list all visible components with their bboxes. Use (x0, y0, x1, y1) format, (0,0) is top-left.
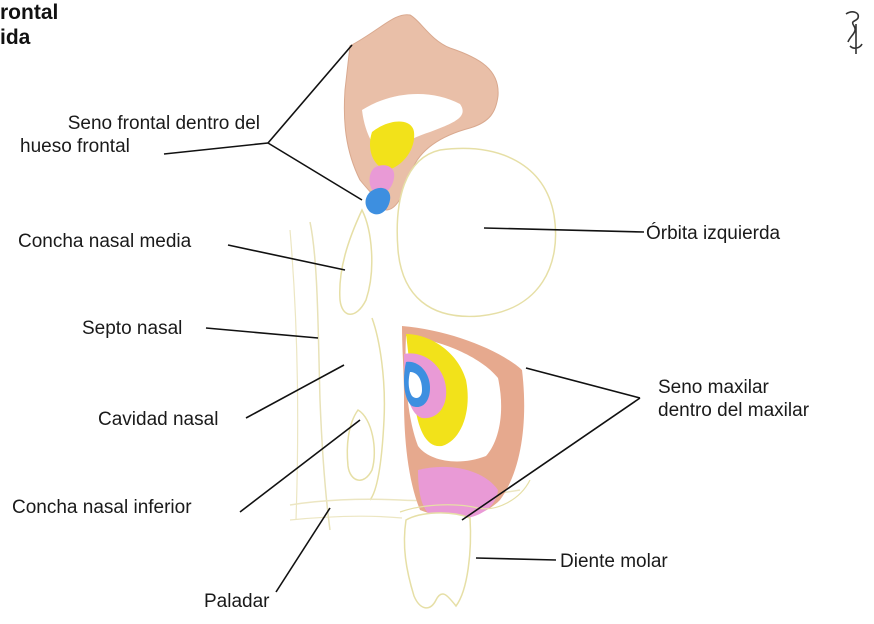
label-concha-media: Concha nasal media (18, 230, 191, 253)
label-orbita: Órbita izquierda (646, 222, 780, 245)
inferior-concha-outline (347, 410, 374, 480)
nasal-wall-outline (290, 230, 298, 520)
leader-maxilar-1 (526, 368, 640, 398)
label-concha-inferior: Concha nasal inferior (12, 496, 192, 519)
orbit-outline (397, 148, 555, 316)
label-cavidad: Cavidad nasal (98, 408, 218, 431)
label-seno-maxilar-line1: Seno maxilar (658, 376, 809, 399)
lateral-wall-outline (370, 318, 384, 500)
leader-concha-media (228, 245, 345, 270)
label-seno-frontal: Seno frontal dentro del hueso frontal (8, 112, 260, 158)
leader-cavidad (246, 365, 344, 418)
label-seno-frontal-line1: Seno frontal dentro del (8, 112, 260, 135)
corner-title-line2: ida (0, 25, 58, 50)
label-seno-frontal-line2: hueso frontal (8, 135, 260, 158)
leader-paladar (276, 508, 330, 592)
leader-frontal-1 (268, 45, 352, 143)
nasal-septum-outline (310, 222, 330, 530)
palate-lower-outline (290, 516, 402, 520)
label-septo: Septo nasal (82, 317, 182, 340)
artist-signature-icon (838, 6, 872, 62)
label-paladar: Paladar (204, 590, 270, 613)
leader-septo (206, 328, 318, 338)
label-diente: Diente molar (560, 550, 668, 573)
corner-title-line1: rontal (0, 0, 58, 25)
middle-concha-outline (340, 210, 372, 314)
molar-tooth-outline (404, 513, 470, 608)
leader-diente (476, 558, 556, 560)
label-seno-maxilar-line2: dentro del maxilar (658, 399, 809, 422)
label-seno-maxilar: Seno maxilar dentro del maxilar (658, 376, 809, 422)
leader-frontal-2 (268, 143, 362, 200)
leader-concha-inferior (240, 420, 360, 512)
corner-title-fragment: rontal ida (0, 0, 58, 50)
